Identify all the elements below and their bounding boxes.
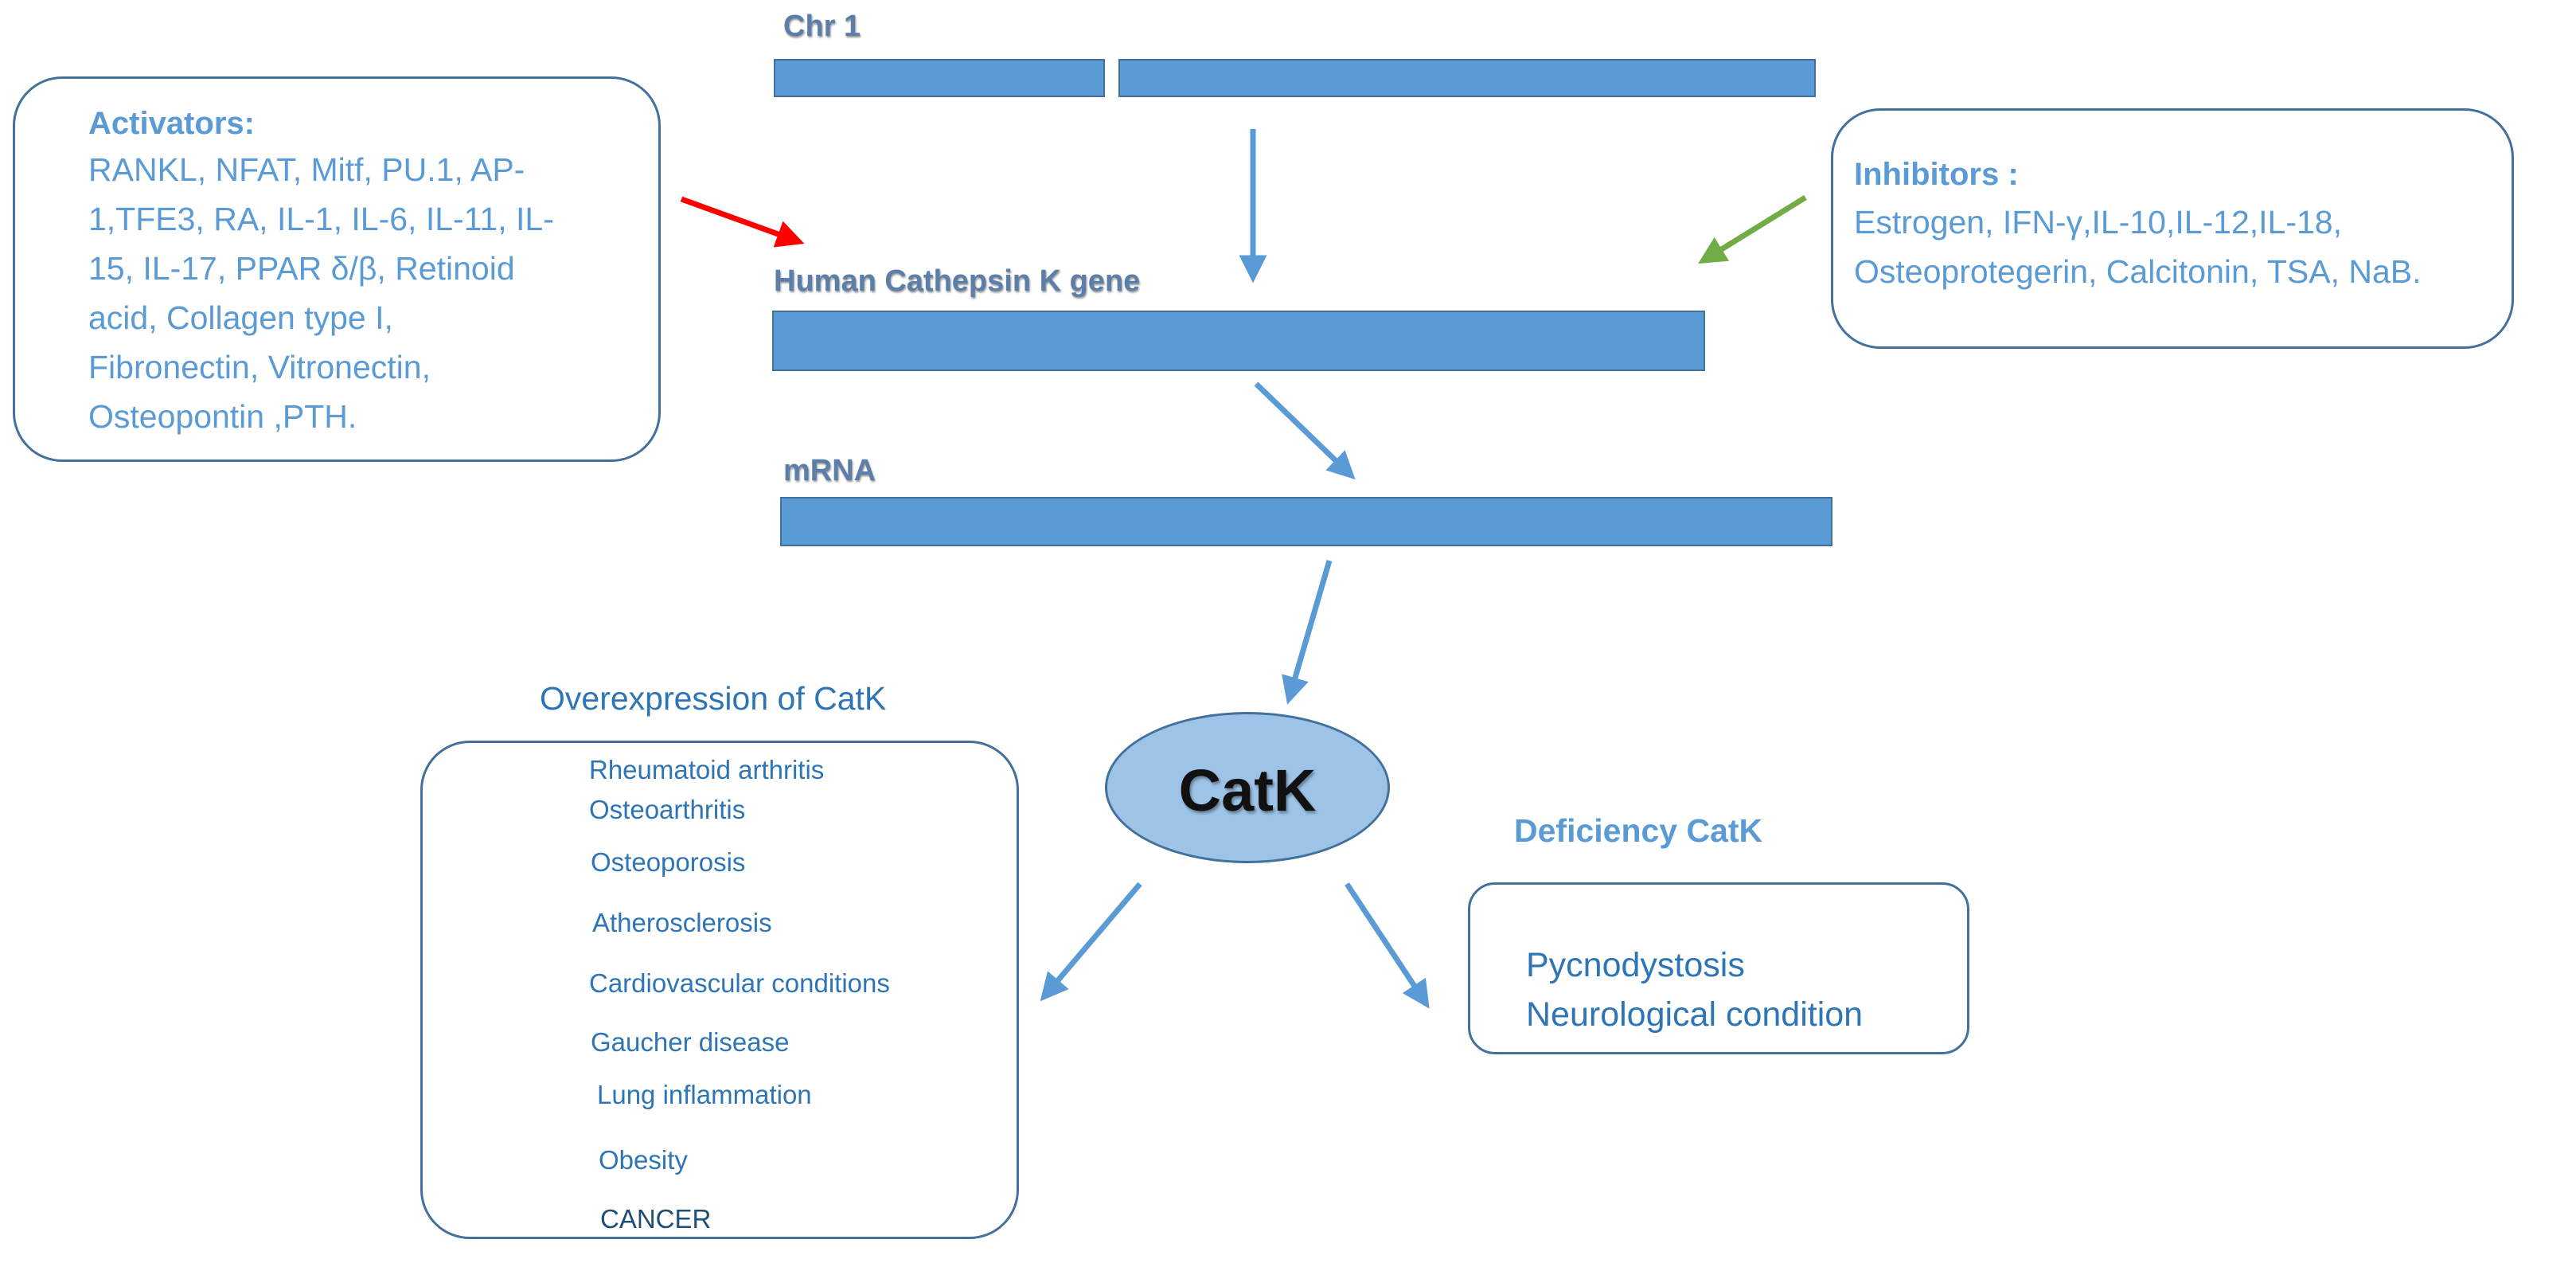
disease-item: Cardiovascular conditions bbox=[589, 968, 890, 998]
disease-item: Rheumatoid arthritis bbox=[589, 755, 825, 784]
arrow-mrna-to-catk bbox=[1282, 560, 1333, 705]
gene-bar bbox=[772, 311, 1705, 371]
inhibitors-box: Inhibitors : Estrogen, IFN-γ,IL-10,IL-12… bbox=[1831, 108, 2514, 349]
inhibitors-line: Estrogen, IFN-γ,IL-10,IL-12,IL-18, bbox=[1854, 204, 2342, 240]
arrow-inhibitors bbox=[1698, 195, 1807, 264]
catk-label: CatK bbox=[1178, 757, 1317, 823]
activators-line: Osteopontin ,PTH. bbox=[88, 398, 357, 435]
inhibitors-title: Inhibitors : bbox=[1854, 157, 2019, 192]
overexpression-heading: Overexpression of CatK bbox=[540, 680, 887, 717]
deficiency-box: Pycnodystosis Neurological condition bbox=[1468, 882, 1969, 1054]
activators-line: RANKL, NFAT, Mitf, PU.1, AP- bbox=[88, 151, 525, 188]
deficiency-item: Neurological condition bbox=[1526, 995, 1864, 1034]
inhibitors-list: Estrogen, IFN-γ,IL-10,IL-12,IL-18, Osteo… bbox=[1854, 197, 2512, 296]
activators-list: RANKL, NFAT, Mitf, PU.1, AP- 1,TFE3, RA,… bbox=[88, 145, 658, 441]
activators-title: Activators: bbox=[88, 106, 255, 141]
activators-line: Fibronectin, Vitronectin, bbox=[88, 349, 431, 385]
activators-line: acid, Collagen type I, bbox=[88, 299, 393, 336]
mrna-label: mRNA bbox=[783, 454, 876, 487]
mrna-bar bbox=[780, 497, 1832, 546]
disease-item: CANCER bbox=[600, 1204, 712, 1234]
disease-item: Obesity bbox=[599, 1145, 688, 1175]
chromosome-bar-right bbox=[1118, 59, 1816, 97]
disease-item: Lung inflammation bbox=[597, 1080, 812, 1109]
overexpression-box bbox=[420, 741, 1019, 1239]
activators-box: Activators: RANKL, NFAT, Mitf, PU.1, AP-… bbox=[13, 76, 661, 462]
disease-item: Gaucher disease bbox=[591, 1027, 790, 1057]
chromosome-bar-left bbox=[774, 59, 1105, 97]
deficiency-heading: Deficiency CatK bbox=[1514, 812, 1763, 849]
gene-label: Human Cathepsin K gene bbox=[774, 264, 1141, 298]
arrow-gene-to-mrna bbox=[1254, 381, 1356, 480]
inhibitors-line: Osteoprotegerin, Calcitonin, TSA, NaB. bbox=[1854, 253, 2422, 290]
disease-item: Osteoarthritis bbox=[589, 795, 746, 824]
disease-item: Osteoporosis bbox=[591, 847, 746, 877]
catk-ellipse bbox=[1105, 712, 1390, 863]
chr1-label: Chr 1 bbox=[783, 10, 861, 43]
arrow-activators bbox=[680, 196, 805, 248]
activators-line: 15, IL-17, PPAR δ/β, Retinoid bbox=[88, 250, 515, 287]
arrow-catk-to-deficiency bbox=[1345, 882, 1430, 1009]
activators-line: 1,TFE3, RA, IL-1, IL-6, IL-11, IL- bbox=[88, 201, 554, 237]
arrow-catk-to-overexpression bbox=[1040, 882, 1142, 1002]
disease-item: Atherosclerosis bbox=[592, 908, 772, 937]
deficiency-item: Pycnodystosis bbox=[1526, 946, 1745, 984]
